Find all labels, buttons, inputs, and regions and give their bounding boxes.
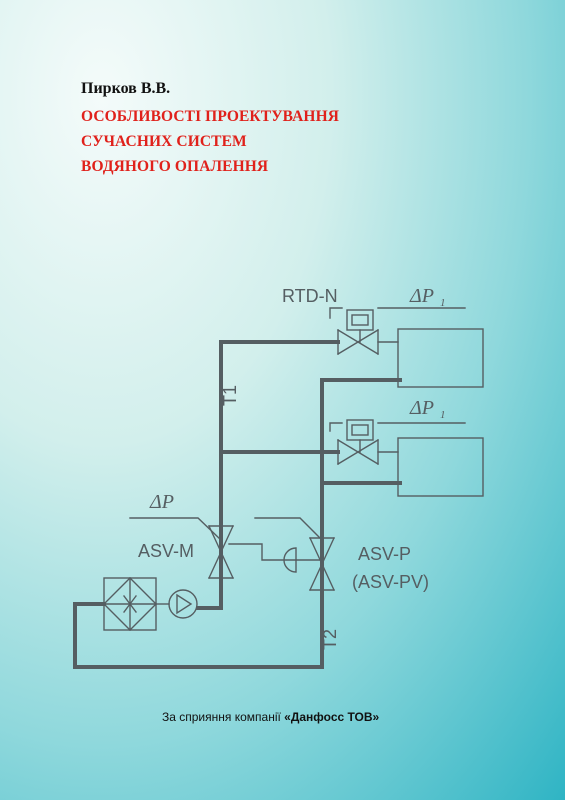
label-t2: T2 (320, 629, 340, 650)
book-title: ОСОБЛИВОСТІ ПРОЕКТУВАННЯ СУЧАСНИХ СИСТЕМ… (81, 104, 339, 179)
pipes-thin (129, 307, 484, 561)
sponsor-prefix: За сприяння компанії (162, 710, 285, 724)
rtd-valve-top (337, 309, 379, 355)
asv-m-valve (208, 525, 234, 579)
label-rtd-n: RTD-N (282, 286, 338, 306)
label-dp1-top: ΔP (409, 285, 434, 307)
sponsor-line: За сприяння компанії «Данфосс ТОВ» (162, 710, 379, 724)
radiator-mid (397, 437, 484, 497)
label-dp1-mid-sub: 1 (440, 409, 446, 421)
loop-left (73, 602, 324, 669)
return-riser (320, 378, 402, 669)
title-line-2: СУЧАСНИХ СИСТЕМ (81, 133, 247, 150)
label-asv-pv: (ASV-PV) (352, 572, 429, 592)
radiator-top (397, 328, 484, 388)
asv-p-valve (283, 537, 335, 591)
title-line-1: ОСОБЛИВОСТІ ПРОЕКТУВАННЯ (81, 108, 340, 125)
sponsor-name: «Данфосс ТОВ» (284, 710, 380, 724)
label-dp: ΔP (149, 491, 174, 513)
title-line-3: ВОДЯНОГО ОПАЛЕННЯ (81, 158, 269, 175)
author-name: Пирков В.В. (81, 80, 171, 97)
pump (155, 589, 198, 619)
label-dp1-top-sub: 1 (440, 297, 446, 309)
heat-exchanger (103, 577, 157, 631)
label-dp1-mid: ΔP (409, 397, 434, 419)
label-asv-p: ASV-P (358, 544, 411, 564)
supply-riser (219, 340, 340, 601)
impulse-line (228, 543, 297, 561)
rtd-valve-mid (337, 419, 379, 465)
bottom-loop (196, 597, 223, 610)
pipes-thick (73, 340, 402, 669)
label-t1: T1 (220, 385, 240, 406)
label-asv-m: ASV-M (138, 541, 194, 561)
